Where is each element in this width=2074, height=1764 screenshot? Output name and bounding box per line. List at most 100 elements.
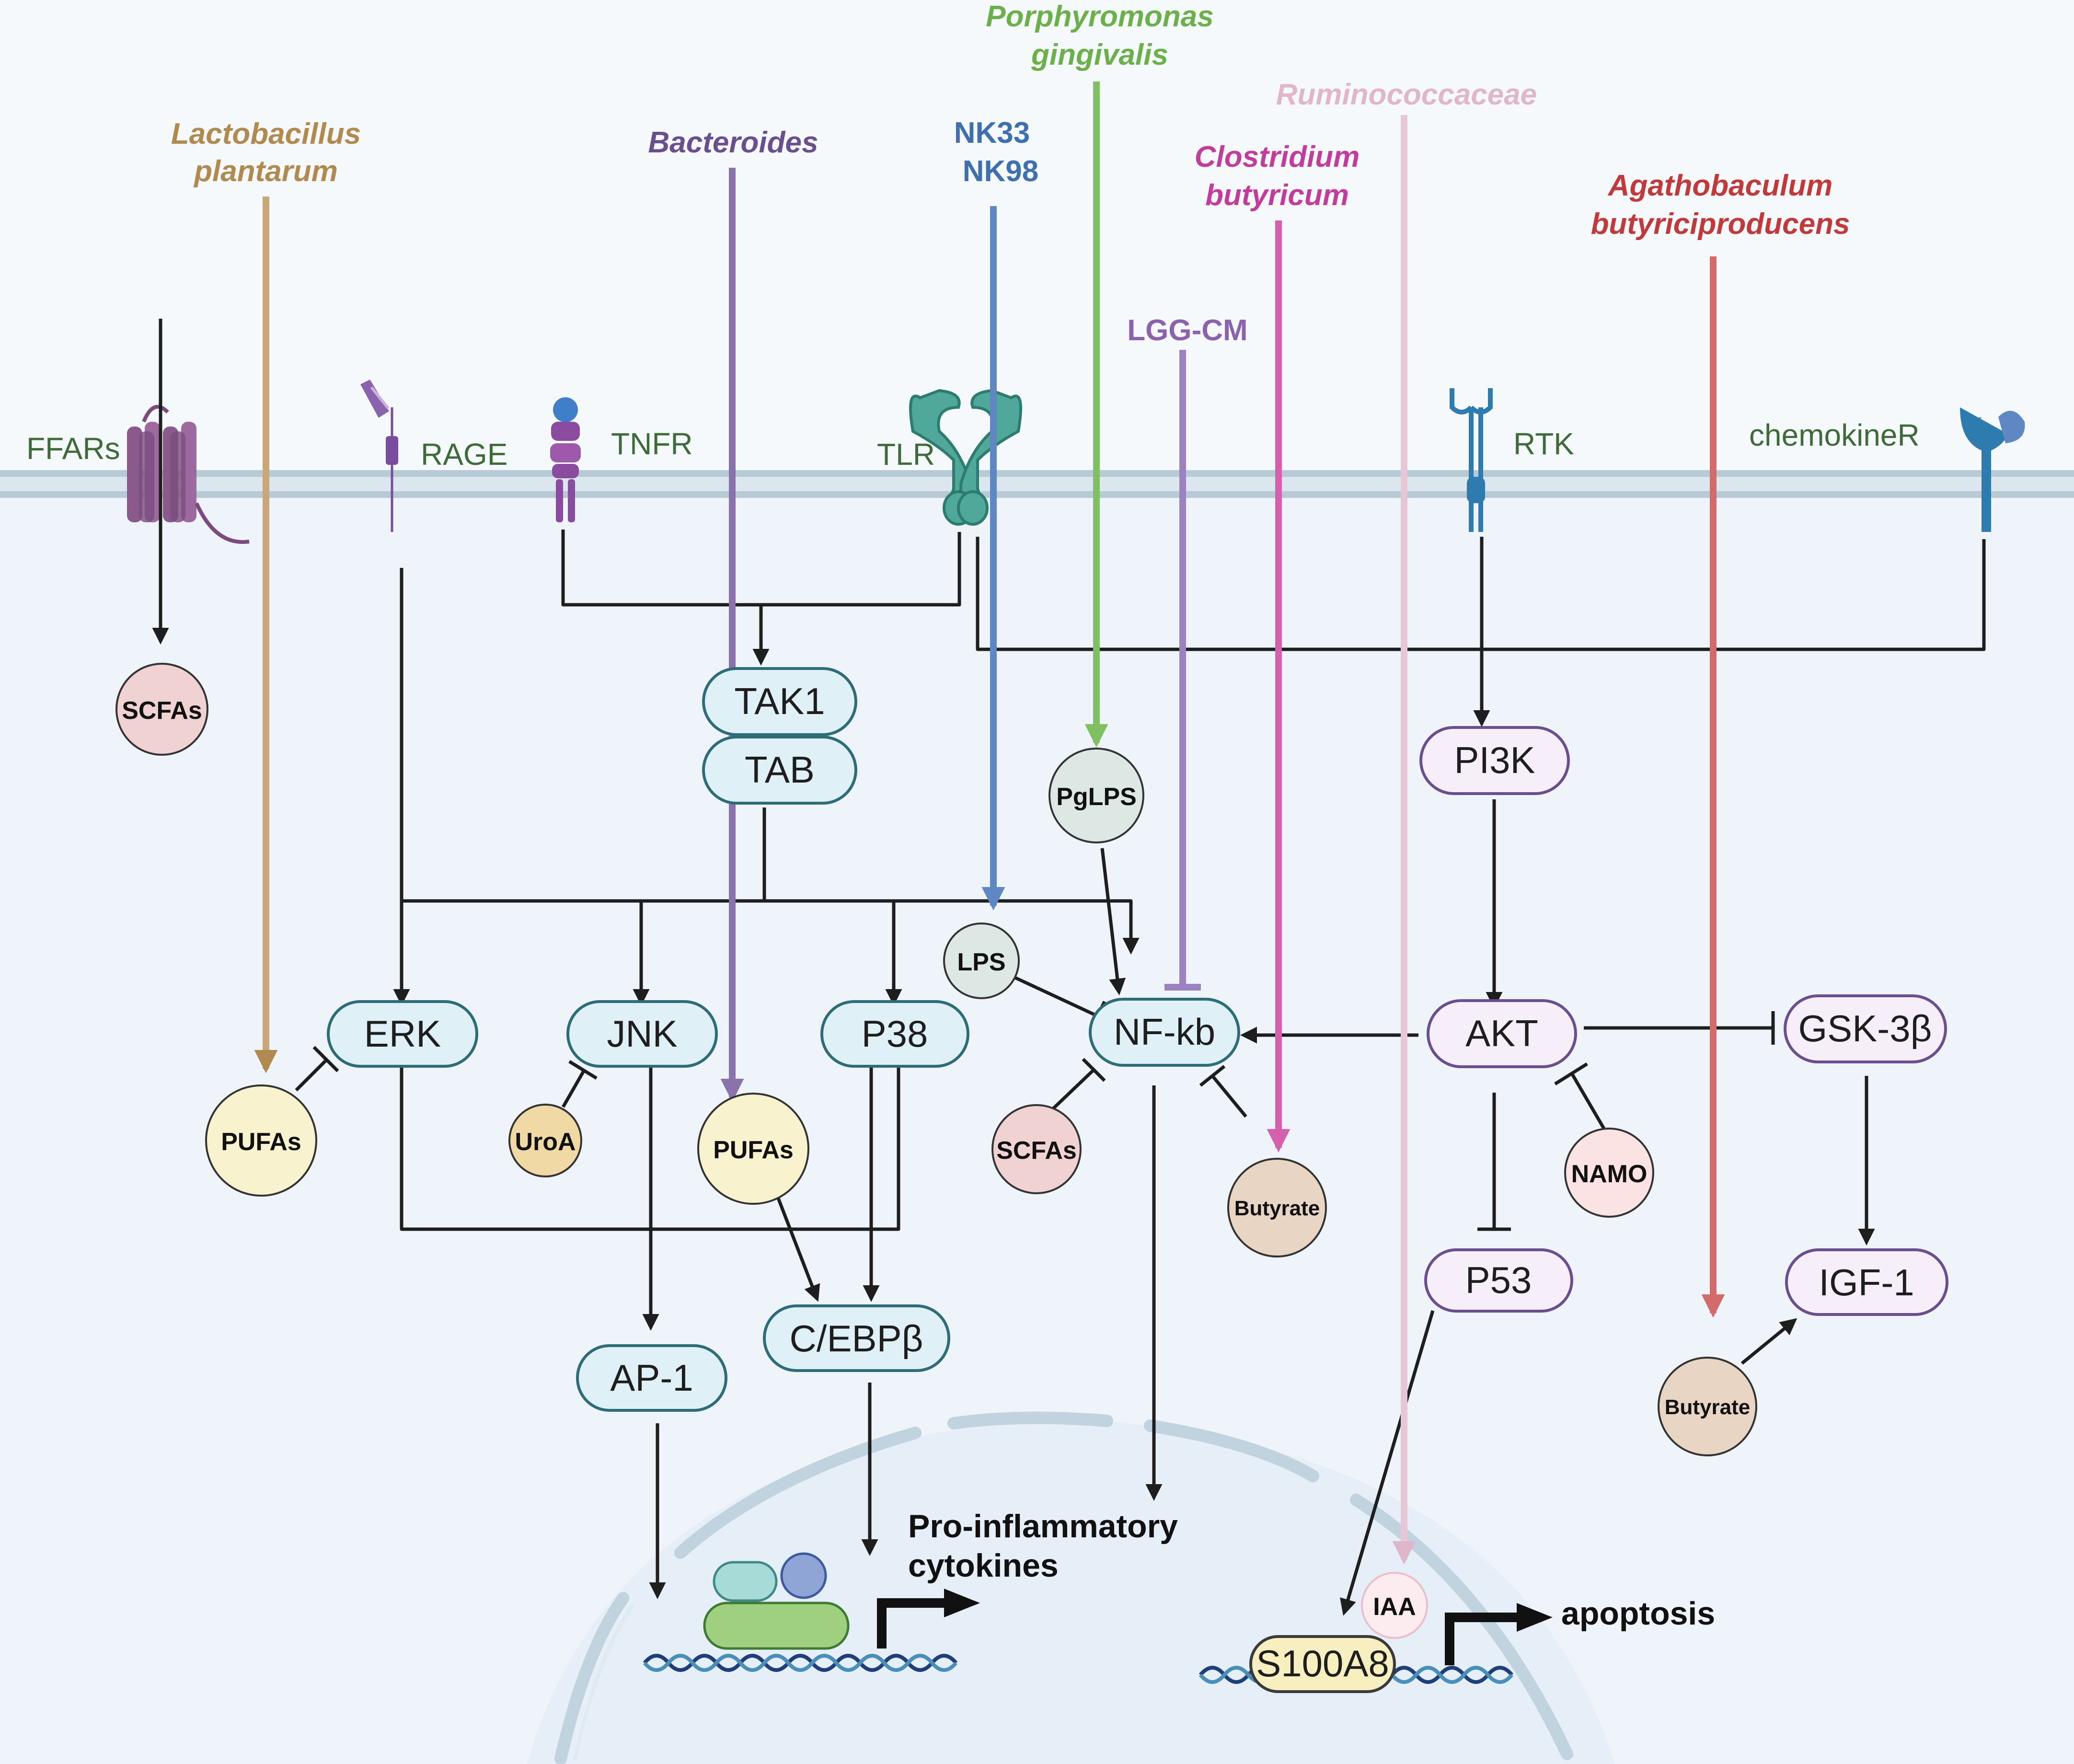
cytokine-transcription-arrowhead [944, 1589, 980, 1617]
agathobaculum-label-line2: butyriciproducens [1591, 208, 1850, 241]
ffar-receptor-icon [127, 404, 250, 544]
uroa-label: UroA [515, 1128, 576, 1156]
tab-label: TAB [745, 749, 815, 791]
bacterial-effect-lines [254, 81, 1725, 1565]
lps-label: LPS [957, 948, 1005, 976]
p53-to-s100a8-arrow [1340, 1310, 1435, 1616]
apoptosis-transcription-arrow [1445, 1613, 1519, 1665]
namo-circle [1564, 1128, 1654, 1218]
tlr-label: TLR [877, 437, 935, 472]
s100a8-node [1249, 1635, 1396, 1693]
bacteroides-label: Bacteroides [648, 126, 818, 159]
s100a8-label: S100A8 [1256, 1642, 1389, 1684]
ruminococcaceae-label: Ruminococcaceae [1276, 78, 1537, 111]
pi3k-node [1419, 726, 1570, 795]
pi3k-label: PI3K [1454, 739, 1535, 781]
nk33-label: NK33 [954, 116, 1030, 150]
iaa-label: IAA [1373, 1593, 1416, 1621]
scfas-mid-label: SCFAs [996, 1137, 1077, 1164]
clostridium-label-line2: butyricum [1205, 179, 1349, 212]
erk-label: ERK [364, 1013, 441, 1055]
p38-label: P38 [862, 1013, 928, 1055]
agathobaculum-label-line1: Agathobaculum [1607, 169, 1832, 202]
erk-node [327, 1000, 478, 1068]
apoptosis-transcription-arrowhead [1517, 1603, 1553, 1632]
iaa-circle [1361, 1572, 1428, 1639]
namo-inhibits-akt-line [1570, 1072, 1607, 1132]
tak1-node [702, 667, 857, 736]
tak1-label: TAK1 [734, 680, 825, 722]
scfas-mid-circle [991, 1104, 1082, 1194]
chemokiner-label: chemokineR [1749, 418, 1920, 452]
butyrate-mid-label: Butyrate [1234, 1197, 1320, 1220]
akt-node [1427, 999, 1577, 1068]
dna-helix-left [643, 1654, 958, 1672]
butyrate-to-igf1-arrow [1740, 1318, 1797, 1365]
uroa-circle [508, 1104, 582, 1177]
nfkb-inhibition-bar-scfas [1082, 1058, 1106, 1082]
chemokine-receptor-icon [1960, 407, 2025, 532]
cytokine-transcription-arrow [877, 1598, 946, 1649]
igf1-label: IGF-1 [1819, 1261, 1914, 1303]
lps-circle [943, 922, 1020, 999]
rage-receptor-icon [360, 380, 398, 532]
tnfr-receptor-icon [550, 397, 581, 522]
pufas-mid-label: PUFAs [713, 1136, 794, 1164]
p38-node [820, 1000, 969, 1068]
cell-membrane [0, 470, 2074, 498]
pglps-to-nfkb-arrow [1100, 848, 1126, 995]
porphyromonas-label-line2: gingivalis [1031, 38, 1168, 71]
cytokines-label-line2: cytokines [908, 1547, 1059, 1584]
transcription-complex-icon [703, 1552, 850, 1650]
p53-label: P53 [1465, 1259, 1532, 1301]
scfas-top-label: SCFAs [122, 697, 202, 725]
pufas-left-label: PUFAs [221, 1128, 301, 1156]
butyrate-right-circle [1658, 1357, 1757, 1456]
tab-node [702, 736, 857, 805]
nuclear-envelope [554, 1411, 1573, 1764]
tlr-receptor-icon [909, 389, 1022, 526]
pufas-left-circle [205, 1084, 317, 1197]
uroa-inhibits-jnk-line [561, 1070, 586, 1108]
pufas-mid-circle [697, 1093, 809, 1205]
cytokines-label-line1: Pro-inflammatory [908, 1508, 1178, 1545]
jnk-label: JNK [607, 1013, 677, 1055]
tab-branch-bus-to-nfkb [402, 899, 1140, 955]
butyrate-mid-circle [1227, 1158, 1327, 1257]
cebpb-label: C/EBPβ [790, 1317, 923, 1360]
p53-node [1424, 1248, 1573, 1313]
ap1-label: AP-1 [610, 1357, 693, 1399]
jnk-node [566, 1000, 718, 1068]
butyrate-inhibits-nfkb-line [1211, 1074, 1247, 1118]
lactobacillus-label-line2: plantarum [193, 155, 338, 188]
nk98-label: NK98 [963, 155, 1039, 188]
gsk3b-node [1784, 994, 1947, 1063]
rage-label: RAGE [421, 437, 507, 472]
pglps-circle [1049, 748, 1144, 843]
ap1-node [576, 1344, 727, 1412]
signaling-connectors [152, 319, 1986, 1616]
clostridium-label-line1: Clostridium [1195, 140, 1360, 173]
ffars-label: FFARs [26, 431, 120, 466]
nfkb-label: NF-kb [1114, 1011, 1215, 1053]
lps-inhibits-nfkb-line [1014, 976, 1098, 1018]
apoptosis-label: apoptosis [1561, 1595, 1715, 1632]
akt-label: AKT [1465, 1012, 1538, 1054]
nfkb-inhibition-bar-butyrate [1199, 1065, 1226, 1087]
igf1-node [1785, 1248, 1948, 1316]
erk-inhibition-bar [312, 1046, 339, 1072]
namo-label: NAMO [1571, 1160, 1648, 1188]
tnfr-label: TNFR [611, 427, 693, 461]
rtk-receptor-icon [1450, 388, 1493, 532]
pufas-inhibits-erk-line [295, 1058, 329, 1092]
butyrate-right-label: Butyrate [1665, 1395, 1751, 1419]
lggcm-label: LGG-CM [1127, 314, 1247, 347]
pglps-label: PgLPS [1056, 783, 1137, 811]
scfas-top-circle [115, 663, 208, 756]
porphyromonas-label-line1: Porphyromonas [986, 0, 1213, 33]
gsk3b-label: GSK-3β [1798, 1007, 1932, 1049]
rtk-label: RTK [1513, 427, 1574, 461]
lactobacillus-label-line1: Lactobacillus [171, 117, 361, 150]
